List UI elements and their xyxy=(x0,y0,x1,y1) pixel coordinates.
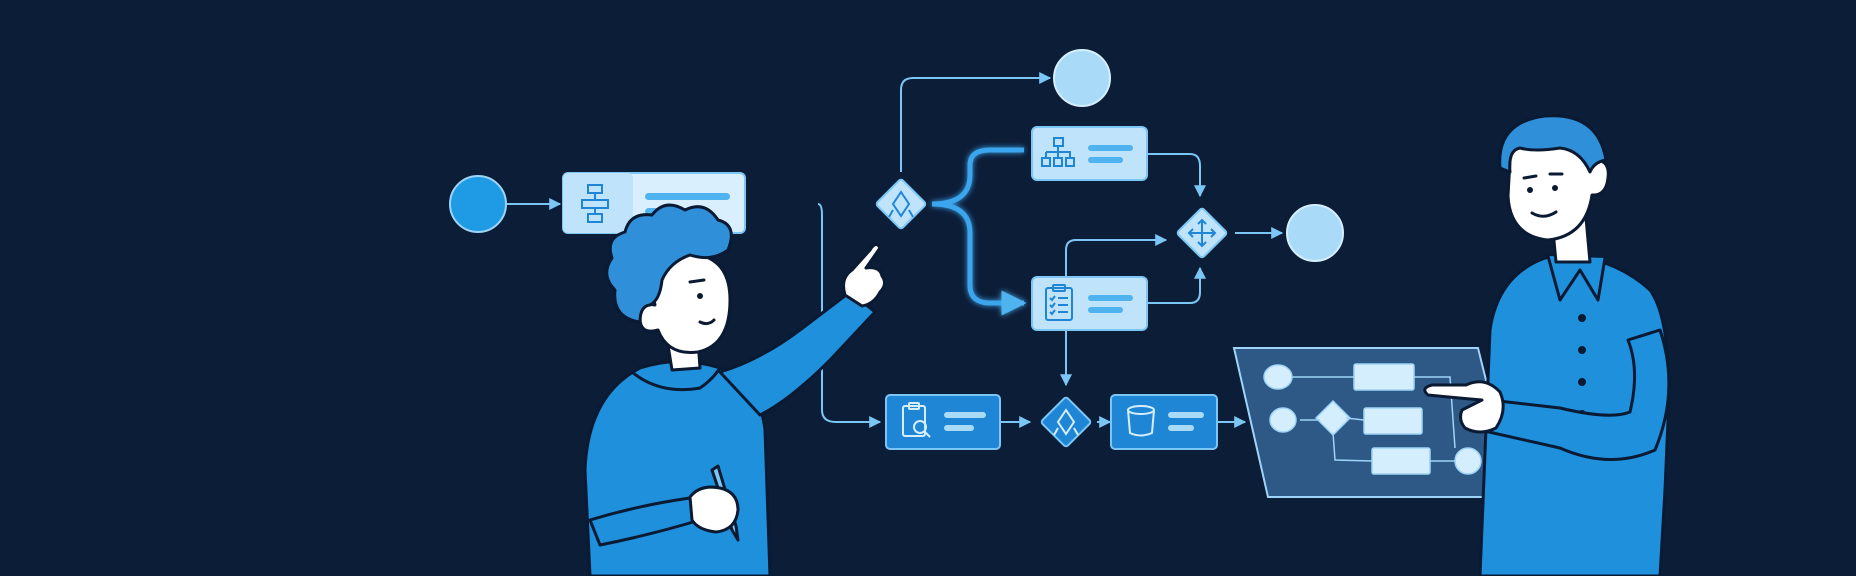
right-person-arm xyxy=(1478,328,1671,462)
end-event-top xyxy=(1053,49,1111,107)
four-way-arrows-icon xyxy=(1187,218,1217,248)
left-person-lower-hand xyxy=(688,485,740,534)
task-storage xyxy=(1110,394,1218,450)
gateway-lower xyxy=(1040,396,1092,448)
end-event-right xyxy=(1286,204,1344,262)
clipboard-search-icon xyxy=(902,402,931,438)
person-right xyxy=(1423,114,1671,576)
task-checklist xyxy=(1031,276,1148,331)
flowchart-icon xyxy=(581,184,609,223)
task-org-chart xyxy=(1031,126,1148,181)
clipboard-checklist-icon xyxy=(1045,284,1073,321)
task-review xyxy=(885,394,1001,450)
left-person-hair xyxy=(605,203,733,324)
connector-up-to-merge xyxy=(1065,234,1168,282)
connector-first-task-down xyxy=(817,203,882,428)
gateway-merge xyxy=(1176,207,1228,259)
left-person-hood xyxy=(630,366,722,392)
connector-checklist-to-merge xyxy=(1147,266,1206,304)
left-person-pointing-hand xyxy=(842,243,887,308)
split-arrows-icon xyxy=(1053,408,1079,436)
org-chart-icon xyxy=(1041,137,1075,167)
connector-gateway-to-end-top xyxy=(900,72,1052,172)
connector-top-task-to-merge xyxy=(1147,153,1206,198)
right-person-hair xyxy=(1498,114,1608,174)
tablet-mini-flowchart xyxy=(1263,363,1482,475)
bucket-icon xyxy=(1127,405,1155,437)
connector-gateway-branch-glow xyxy=(931,147,1024,303)
connectors xyxy=(507,72,1284,428)
left-person-raised-arm xyxy=(718,290,877,417)
right-person-hand xyxy=(1423,380,1505,434)
start-event xyxy=(449,175,507,233)
split-arrows-icon xyxy=(888,190,914,218)
gateway-split xyxy=(875,178,927,230)
person-left-pointing xyxy=(583,203,887,576)
